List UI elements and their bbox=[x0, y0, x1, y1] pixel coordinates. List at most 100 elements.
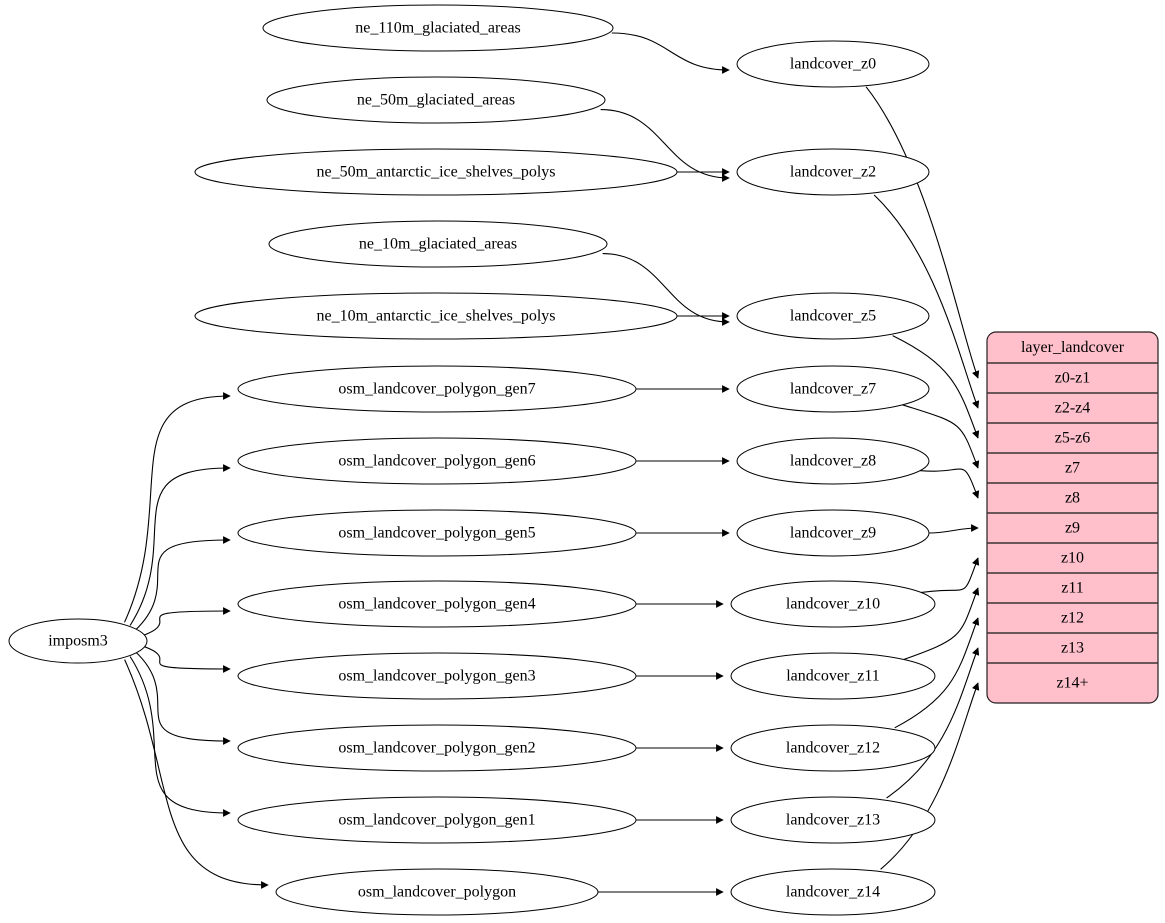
node-label: ne_50m_antarctic_ice_shelves_polys bbox=[316, 164, 555, 181]
node-ne_10m_glaciated_areas[interactable]: ne_10m_glaciated_areas bbox=[268, 220, 608, 268]
edge-landcover_z11-to-row-z11 bbox=[903, 587, 980, 661]
table-header-label: layer_landcover bbox=[1021, 339, 1125, 356]
node-shape bbox=[266, 76, 606, 124]
table-row-z11[interactable]: z11 bbox=[1061, 580, 1084, 597]
node-landcover_z11[interactable]: landcover_z11 bbox=[730, 652, 936, 700]
edge-landcover_z8-to-row-z8 bbox=[907, 468, 980, 499]
node-shape bbox=[237, 580, 637, 628]
node-label: ne_110m_glaciated_areas bbox=[355, 20, 521, 37]
table-row-z9[interactable]: z9 bbox=[1065, 520, 1080, 537]
node-landcover_z14[interactable]: landcover_z14 bbox=[730, 868, 936, 916]
node-landcover_z10[interactable]: landcover_z10 bbox=[730, 580, 936, 628]
node-imposm3[interactable]: imposm3 bbox=[8, 618, 148, 664]
edge-landcover_z5-to-row-z5-z6 bbox=[892, 335, 980, 439]
node-label: landcover_z13 bbox=[786, 812, 880, 829]
table-row-z13[interactable]: z13 bbox=[1061, 640, 1084, 657]
node-shape bbox=[730, 724, 936, 772]
node-label: landcover_z7 bbox=[790, 381, 876, 398]
node-landcover_z5[interactable]: landcover_z5 bbox=[736, 292, 930, 340]
node-label: landcover_z12 bbox=[786, 740, 880, 757]
node-landcover_z13[interactable]: landcover_z13 bbox=[730, 796, 936, 844]
node-shape bbox=[237, 724, 637, 772]
node-label: landcover_z5 bbox=[790, 308, 876, 325]
node-osm_landcover_polygon_gen7[interactable]: osm_landcover_polygon_gen7 bbox=[237, 365, 637, 413]
edge-imposm3-to-osm_landcover_polygon bbox=[124, 659, 269, 889]
table-row-z7[interactable]: z7 bbox=[1065, 460, 1080, 477]
edge-landcover_z14-to-row-z14+ bbox=[880, 682, 980, 870]
node-osm_landcover_polygon_gen3[interactable]: osm_landcover_polygon_gen3 bbox=[237, 652, 637, 700]
node-label: landcover_z14 bbox=[786, 884, 880, 901]
node-shape bbox=[730, 652, 936, 700]
node-landcover_z9[interactable]: landcover_z9 bbox=[736, 509, 930, 557]
node-label: ne_10m_antarctic_ice_shelves_polys bbox=[316, 308, 555, 325]
node-ne_110m_glaciated_areas[interactable]: ne_110m_glaciated_areas bbox=[262, 4, 614, 52]
edge-imposm3-to-osm_landcover_polygon_gen6 bbox=[129, 464, 231, 626]
edge-imposm3-to-osm_landcover_polygon_gen3 bbox=[138, 644, 231, 673]
table-row-z12[interactable]: z12 bbox=[1061, 610, 1084, 627]
node-shape bbox=[237, 796, 637, 844]
node-shape bbox=[730, 796, 936, 844]
node-label: ne_50m_glaciated_areas bbox=[357, 92, 515, 109]
edge-landcover_z10-to-row-z10 bbox=[910, 557, 980, 595]
node-shape bbox=[8, 618, 148, 664]
node-ne_50m_glaciated_areas[interactable]: ne_50m_glaciated_areas bbox=[266, 76, 606, 124]
node-shape bbox=[237, 365, 637, 413]
node-label: landcover_z10 bbox=[786, 596, 880, 613]
edge-landcover_z9-to-row-z9 bbox=[928, 524, 979, 534]
layer-landcover-table: layer_landcover z0-z1 z2-z4 z5-z6 z7 z8 z9 z10 z… bbox=[986, 331, 1159, 704]
node-osm_landcover_polygon_gen2[interactable]: osm_landcover_polygon_gen2 bbox=[237, 724, 637, 772]
edge-imposm3-to-osm_landcover_polygon_gen4 bbox=[138, 607, 231, 638]
node-ne_10m_antarctic_ice_shelves_polys[interactable]: ne_10m_antarctic_ice_shelves_polys bbox=[194, 292, 678, 340]
table-row-z10[interactable]: z10 bbox=[1061, 550, 1084, 567]
node-shape bbox=[237, 437, 637, 485]
node-label: landcover_z2 bbox=[790, 164, 876, 181]
edge-landcover_z2-to-row-z2-z4 bbox=[873, 194, 980, 409]
edge-landcover_z13-to-row-z13 bbox=[886, 647, 980, 799]
table-row-z2-z4[interactable]: z2-z4 bbox=[1055, 400, 1091, 417]
table-row-z8[interactable]: z8 bbox=[1065, 490, 1080, 507]
node-label: landcover_z0 bbox=[790, 56, 876, 73]
node-landcover_z8[interactable]: landcover_z8 bbox=[736, 437, 930, 485]
node-osm_landcover_polygon_gen5[interactable]: osm_landcover_polygon_gen5 bbox=[237, 509, 637, 557]
node-label: landcover_z11 bbox=[786, 668, 880, 685]
edge-imposm3-to-osm_landcover_polygon_gen1 bbox=[129, 656, 231, 817]
edge-imposm3-to-osm_landcover_polygon_gen5 bbox=[134, 536, 231, 631]
node-label: landcover_z8 bbox=[790, 453, 876, 470]
node-shape bbox=[194, 148, 678, 196]
node-shape bbox=[736, 292, 930, 340]
node-label: osm_landcover_polygon_gen5 bbox=[338, 525, 535, 542]
edge-landcover_z7-to-row-z7 bbox=[900, 403, 980, 469]
edges-layer bbox=[123, 32, 980, 896]
node-osm_landcover_polygon_gen4[interactable]: osm_landcover_polygon_gen4 bbox=[237, 580, 637, 628]
node-label: landcover_z9 bbox=[790, 525, 876, 542]
table-row-z5-z6[interactable]: z5-z6 bbox=[1055, 430, 1091, 447]
edge-imposm3-to-osm_landcover_polygon_gen7 bbox=[123, 392, 231, 623]
node-label: osm_landcover_polygon bbox=[358, 884, 516, 901]
node-landcover_z12[interactable]: landcover_z12 bbox=[730, 724, 936, 772]
node-label: osm_landcover_polygon_gen7 bbox=[338, 381, 535, 398]
table-row-z14+[interactable]: z14+ bbox=[1056, 675, 1088, 692]
node-shape bbox=[730, 868, 936, 916]
node-landcover_z2[interactable]: landcover_z2 bbox=[736, 148, 930, 196]
node-osm_landcover_polygon_gen6[interactable]: osm_landcover_polygon_gen6 bbox=[237, 437, 637, 485]
node-ne_50m_antarctic_ice_shelves_polys[interactable]: ne_50m_antarctic_ice_shelves_polys bbox=[194, 148, 678, 196]
nodes-layer: imposm3 ne_110m_glaciated_areas ne_50m_gla… bbox=[8, 4, 936, 916]
edge-landcover_z12-to-row-z12 bbox=[894, 617, 980, 729]
edge-ne_10m_glaciated_areas-to-landcover_z5 bbox=[602, 253, 730, 326]
node-shape bbox=[736, 40, 930, 88]
node-osm_landcover_polygon[interactable]: osm_landcover_polygon bbox=[275, 868, 599, 916]
node-label: osm_landcover_polygon_gen2 bbox=[338, 740, 535, 757]
node-osm_landcover_polygon_gen1[interactable]: osm_landcover_polygon_gen1 bbox=[237, 796, 637, 844]
node-landcover_z0[interactable]: landcover_z0 bbox=[736, 40, 930, 88]
table-row-z0-z1[interactable]: z0-z1 bbox=[1055, 370, 1091, 387]
node-shape bbox=[275, 868, 599, 916]
node-shape bbox=[268, 220, 608, 268]
edge-ne_50m_glaciated_areas-to-landcover_z2 bbox=[600, 109, 730, 182]
edge-ne_110m_glaciated_areas-to-landcover_z0 bbox=[611, 32, 730, 74]
node-shape bbox=[237, 652, 637, 700]
node-label: imposm3 bbox=[48, 633, 108, 650]
node-landcover_z7[interactable]: landcover_z7 bbox=[736, 365, 930, 413]
node-label: osm_landcover_polygon_gen4 bbox=[338, 596, 535, 613]
